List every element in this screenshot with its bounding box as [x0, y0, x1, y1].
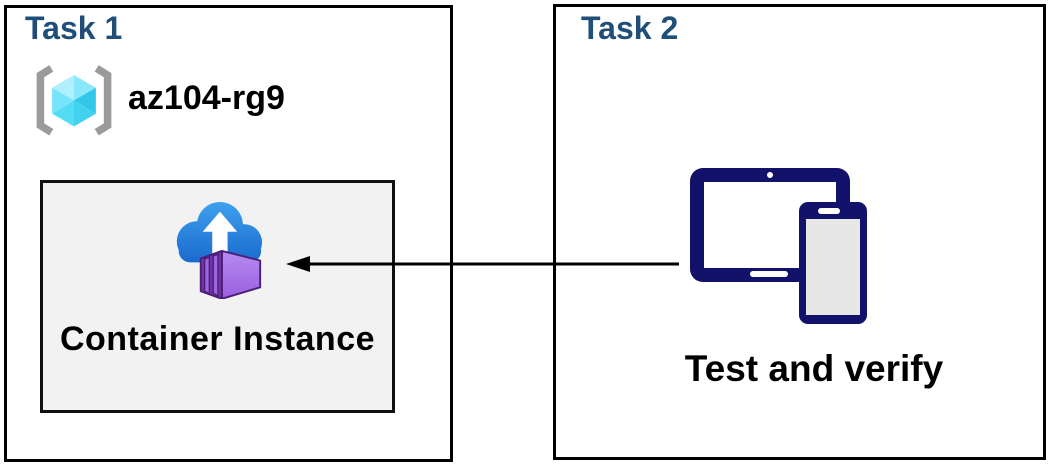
- container-instance-label: Container Instance: [59, 320, 376, 358]
- container-instances-icon: [176, 202, 262, 299]
- task1-title: Task 1: [25, 10, 123, 46]
- task2-title: Task 2: [581, 10, 679, 46]
- resource-group-icon: [36, 65, 112, 136]
- task2-panel: Task 2 Test and verify: [553, 4, 1046, 460]
- arrow-left-connector: [286, 256, 679, 272]
- tablet-phone-icon: [690, 168, 867, 324]
- task1-panel: Task 1 az104-rg9: [4, 5, 453, 462]
- resource-group-name: az104-rg9: [128, 79, 285, 117]
- task2-caption: Test and verify: [684, 348, 944, 389]
- container-instance-box: Container Instance: [40, 180, 395, 413]
- phone-icon: [799, 202, 867, 324]
